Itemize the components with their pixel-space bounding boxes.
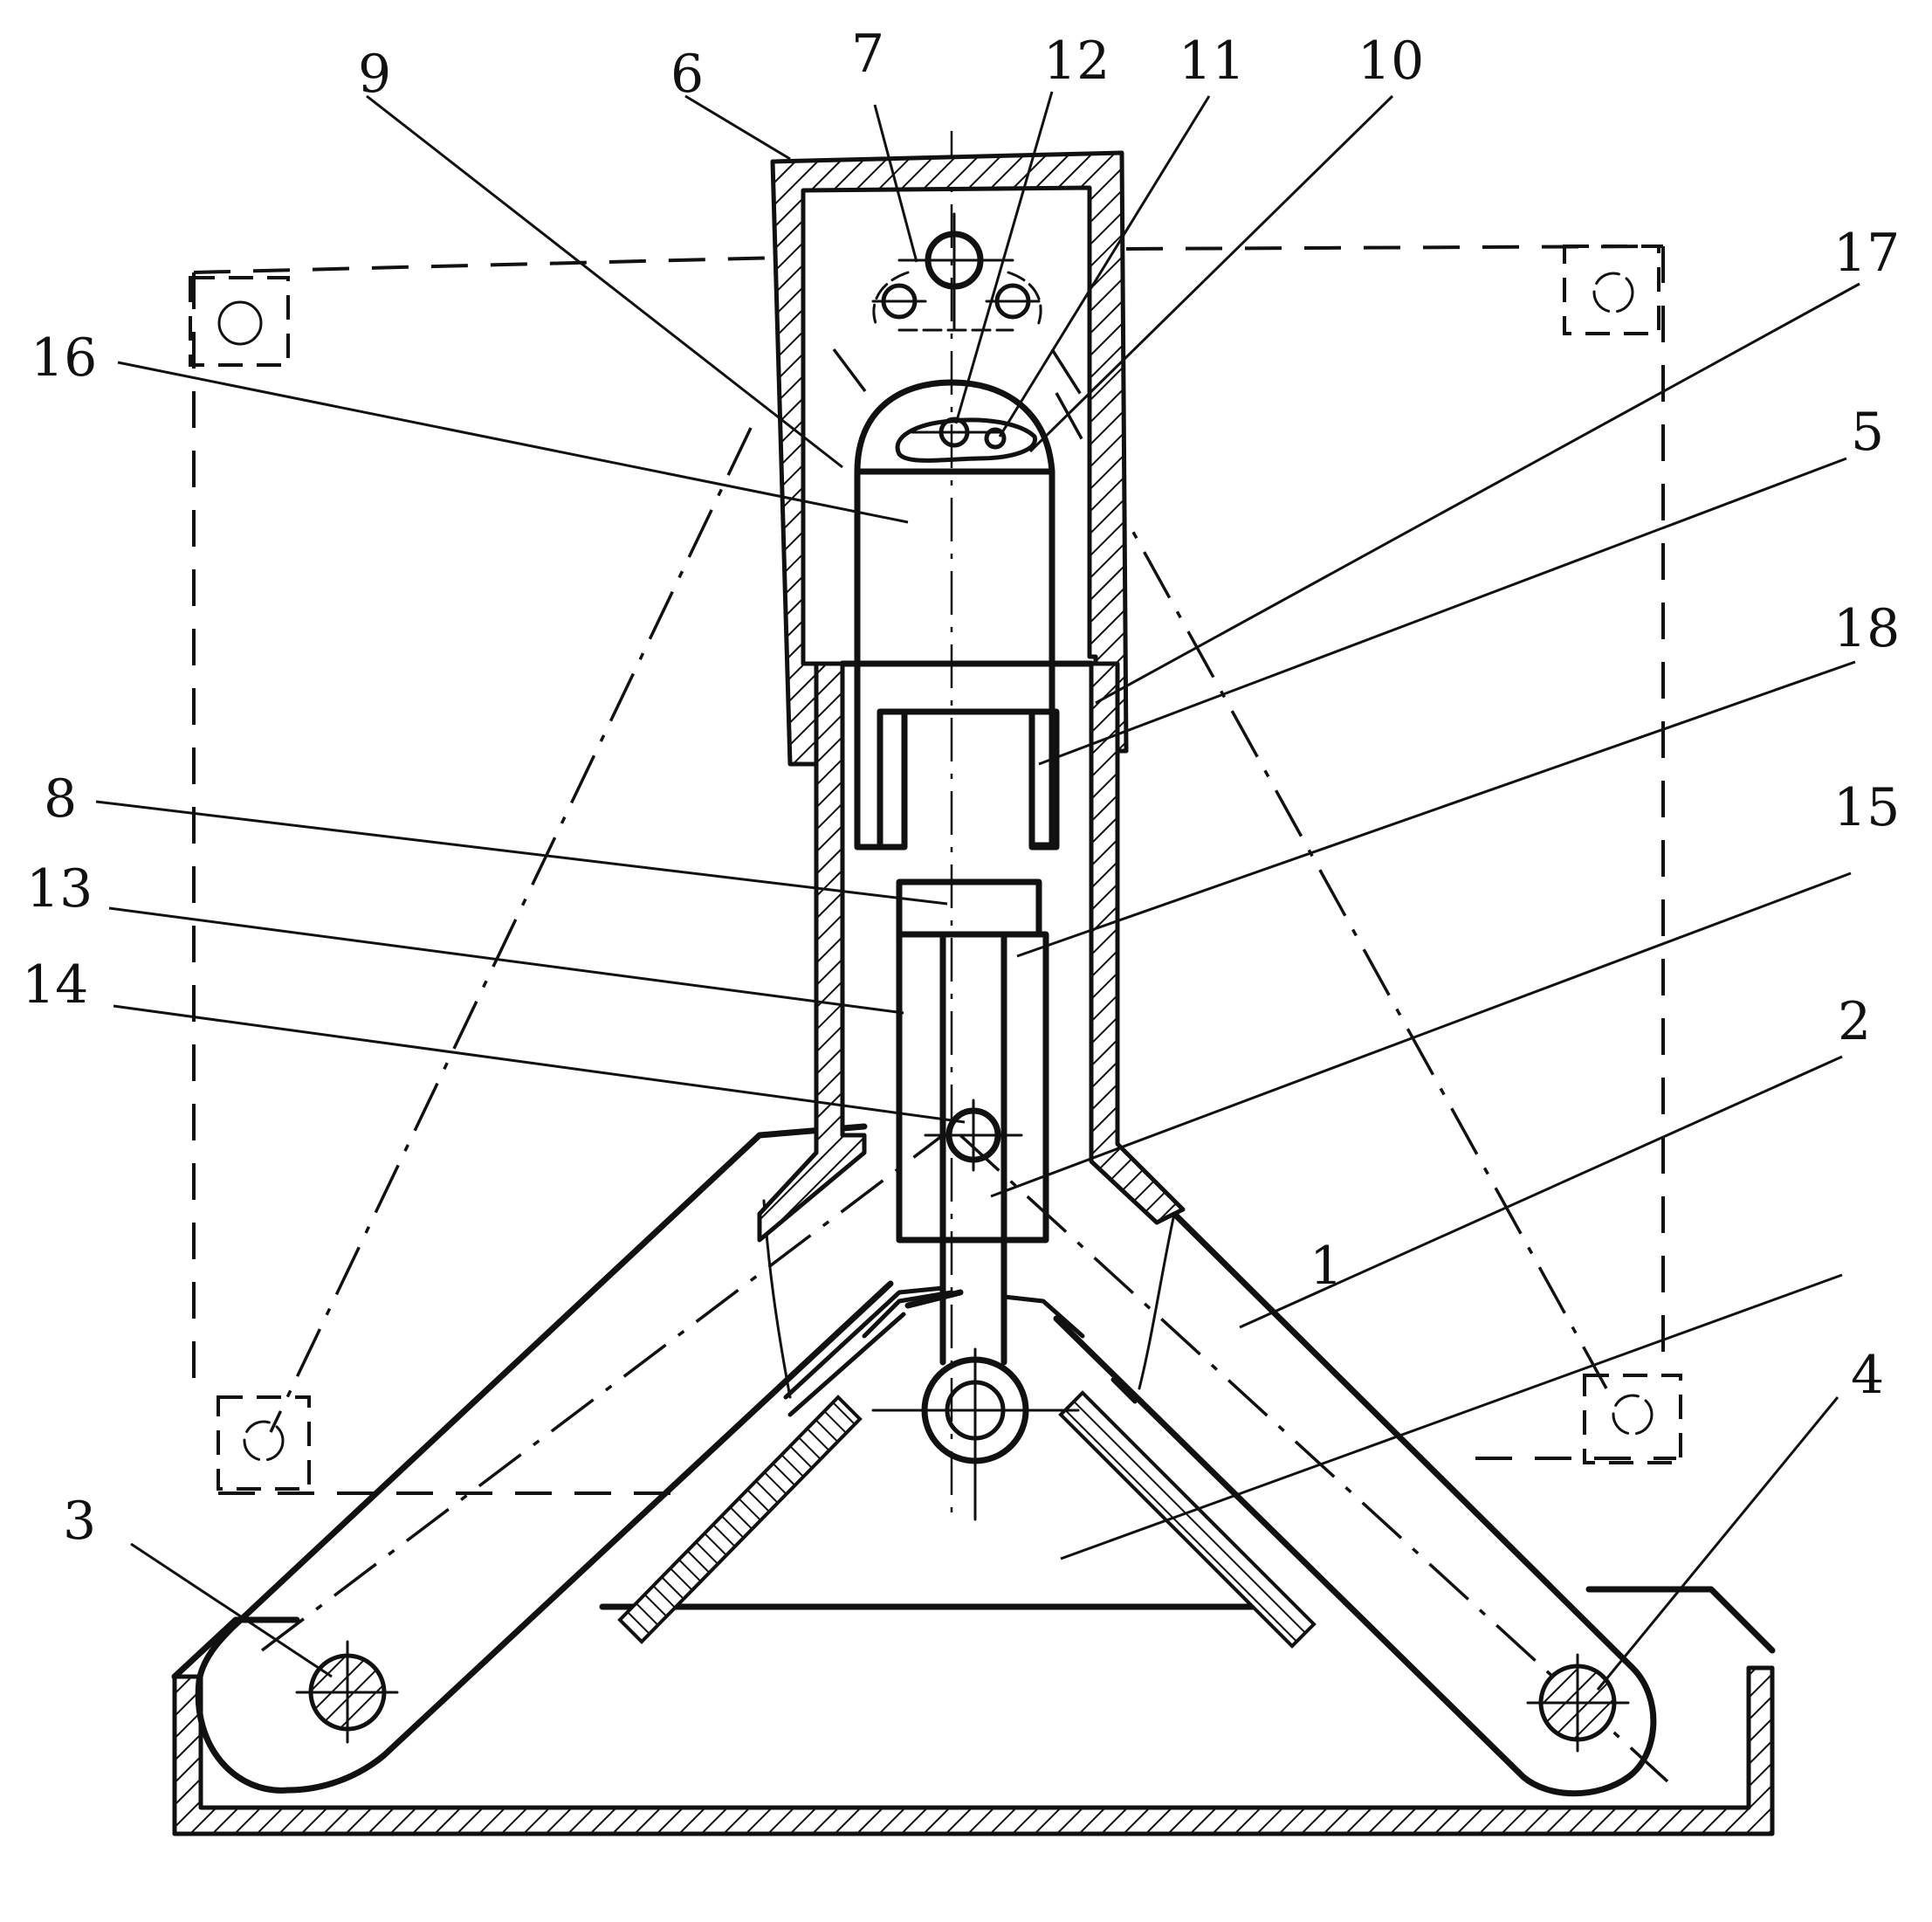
part-labels: 1 2 3 4 5 6 7 8 9 10 11 12 13 14 15 16 1… bbox=[22, 24, 1900, 1552]
label-11: 11 bbox=[1179, 31, 1245, 92]
label-4: 4 bbox=[1851, 1345, 1884, 1406]
lower-pivot bbox=[873, 1349, 1078, 1519]
label-6: 6 bbox=[670, 44, 704, 105]
label-13: 13 bbox=[26, 858, 93, 920]
motor-part-7 bbox=[873, 214, 1041, 330]
label-14: 14 bbox=[22, 954, 88, 1016]
label-17: 17 bbox=[1833, 223, 1900, 284]
label-1: 1 bbox=[1310, 1236, 1343, 1297]
label-10: 10 bbox=[1358, 31, 1424, 92]
label-18: 18 bbox=[1833, 598, 1900, 659]
label-2: 2 bbox=[1838, 991, 1871, 1052]
label-12: 12 bbox=[1043, 31, 1110, 92]
label-5: 5 bbox=[1851, 402, 1884, 463]
label-15: 15 bbox=[1833, 777, 1900, 838]
base-part-1 bbox=[175, 1589, 1772, 1834]
label-7: 7 bbox=[851, 24, 884, 85]
label-3: 3 bbox=[63, 1491, 96, 1552]
label-8: 8 bbox=[44, 768, 77, 830]
middle-sleeve-part-5 bbox=[760, 664, 1183, 1240]
label-9: 9 bbox=[358, 44, 391, 105]
pivot-pins bbox=[297, 1642, 1628, 1751]
head-slot bbox=[897, 419, 1035, 460]
label-16: 16 bbox=[31, 327, 97, 389]
